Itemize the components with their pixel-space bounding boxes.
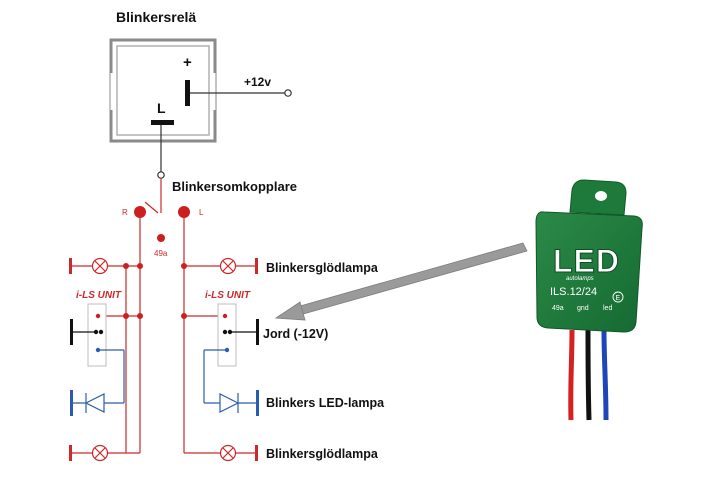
left-top-bulb: [69, 257, 143, 275]
module-wire-blue: [601, 329, 609, 421]
callout-led-lamp: Blinkers LED-lampa: [266, 396, 385, 410]
module-mount-hole: [595, 191, 607, 201]
left-bottom-bulb: [69, 444, 109, 462]
left-ils-unit: i-LS UNIT: [70, 290, 143, 367]
switch-contact-right: [178, 206, 190, 218]
flasher-relay: Blinkersrelä + +12v L: [109, 9, 292, 213]
switch-terminal-label: 49a: [154, 249, 168, 258]
right-bottom-bulb: [219, 444, 258, 462]
module-wire-black: [585, 329, 592, 421]
module-cert-letter: E: [616, 295, 621, 302]
module-model: ILS.12/24: [550, 286, 597, 298]
switch-terminal-49a: [157, 234, 165, 242]
module-pin-led: led: [603, 305, 612, 312]
switch-letter-r: R: [122, 208, 128, 217]
module-logo: LED: [553, 243, 620, 279]
switch-letter-l: L: [199, 208, 204, 217]
relay-inner-box: [116, 45, 210, 136]
turn-signal-switch: Blinkersomkopplare R L 49a: [122, 179, 297, 258]
relay-box: [109, 38, 217, 143]
callout-ground: Jord (-12V): [263, 327, 328, 341]
callout-top-bulb: Blinkersglödlampa: [266, 261, 379, 275]
right-unit-label: i-LS UNIT: [205, 290, 251, 301]
relay-terminal-l: L: [157, 100, 166, 116]
right-circuit: [183, 218, 255, 454]
supply-terminal: [284, 89, 292, 97]
right-top-bulb: [181, 257, 258, 275]
left-led-lamp: [70, 349, 125, 416]
relay-plus: +: [183, 54, 192, 71]
module-wire-red: [568, 329, 575, 421]
relay-l-terminal: [151, 120, 174, 125]
relay-plus-terminal: [185, 80, 190, 106]
pointer-arrow: [274, 242, 528, 321]
module-cert-mark: [612, 291, 624, 303]
module-pin-49a: 49a: [552, 305, 564, 312]
switch-label: Blinkersomkopplare: [172, 179, 297, 194]
right-ils-unit: i-LS UNIT: [181, 290, 259, 367]
module-pin-gnd: gnd: [577, 305, 589, 312]
right-led-lamp: [203, 349, 259, 416]
switch-contact-left: [134, 206, 146, 218]
relay-title: Blinkersrelä: [116, 9, 196, 25]
led-module: LED autolamps ILS.12/24 E 49a gnd led: [535, 179, 643, 421]
relay-voltage-label: +12v: [244, 75, 271, 89]
callout-bottom-bulb: Blinkersglödlampa: [266, 447, 379, 461]
module-body: [535, 211, 643, 333]
left-unit-label: i-LS UNIT: [76, 290, 122, 301]
switch-input-terminal: [157, 171, 165, 179]
module-brand: autolamps: [566, 276, 594, 282]
